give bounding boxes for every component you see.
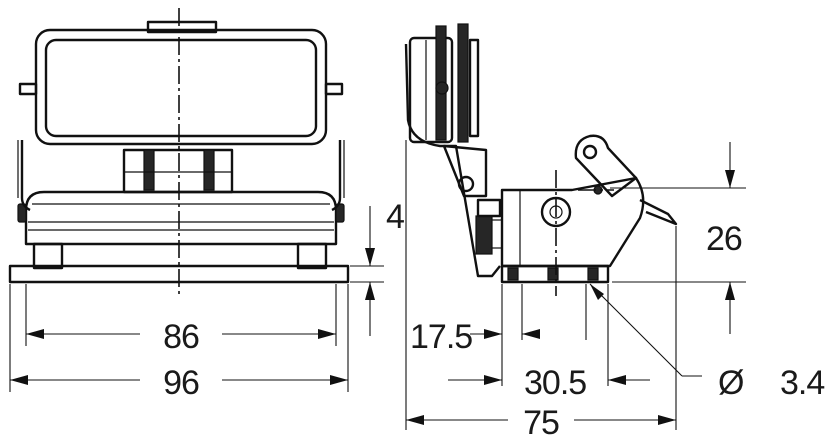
- front-cover-top-tab: [146, 20, 218, 34]
- front-foot-left: [32, 242, 64, 270]
- dim-hole-diameter: 3.4: [780, 364, 824, 402]
- dim-base-thickness: 4: [386, 198, 404, 236]
- front-lever-left: [20, 140, 31, 212]
- front-cover-inner: [44, 38, 318, 138]
- front-center-block: [122, 148, 234, 194]
- front-view: [8, 8, 350, 296]
- side-housing-body: [500, 176, 645, 268]
- side-lever-tail: [639, 198, 678, 226]
- front-foot-right: [296, 242, 328, 270]
- front-cover-outer: [34, 28, 328, 146]
- side-lock-pin: [540, 196, 572, 228]
- dim-hole-pitch: 30.5: [524, 364, 586, 402]
- front-housing-body: [24, 190, 338, 246]
- side-view: [404, 23, 678, 296]
- dim-depth: 75: [523, 404, 559, 442]
- dim-hole-diameter-symbol: Ø: [718, 364, 744, 402]
- dim-width-inner: 86: [163, 318, 199, 356]
- side-dimensions: 26 17.5 30.5 75 Ø 3.4: [405, 140, 825, 442]
- side-cover-box: [408, 36, 454, 144]
- front-dimensions: 86 96 4: [9, 198, 405, 402]
- dim-height: 26: [706, 220, 742, 258]
- dim-offset: 17.5: [410, 318, 472, 356]
- side-lever: [574, 134, 638, 198]
- dim-width-outer: 96: [163, 364, 199, 402]
- side-hinge-bracket: [442, 144, 488, 198]
- front-lever-right: [331, 140, 342, 212]
